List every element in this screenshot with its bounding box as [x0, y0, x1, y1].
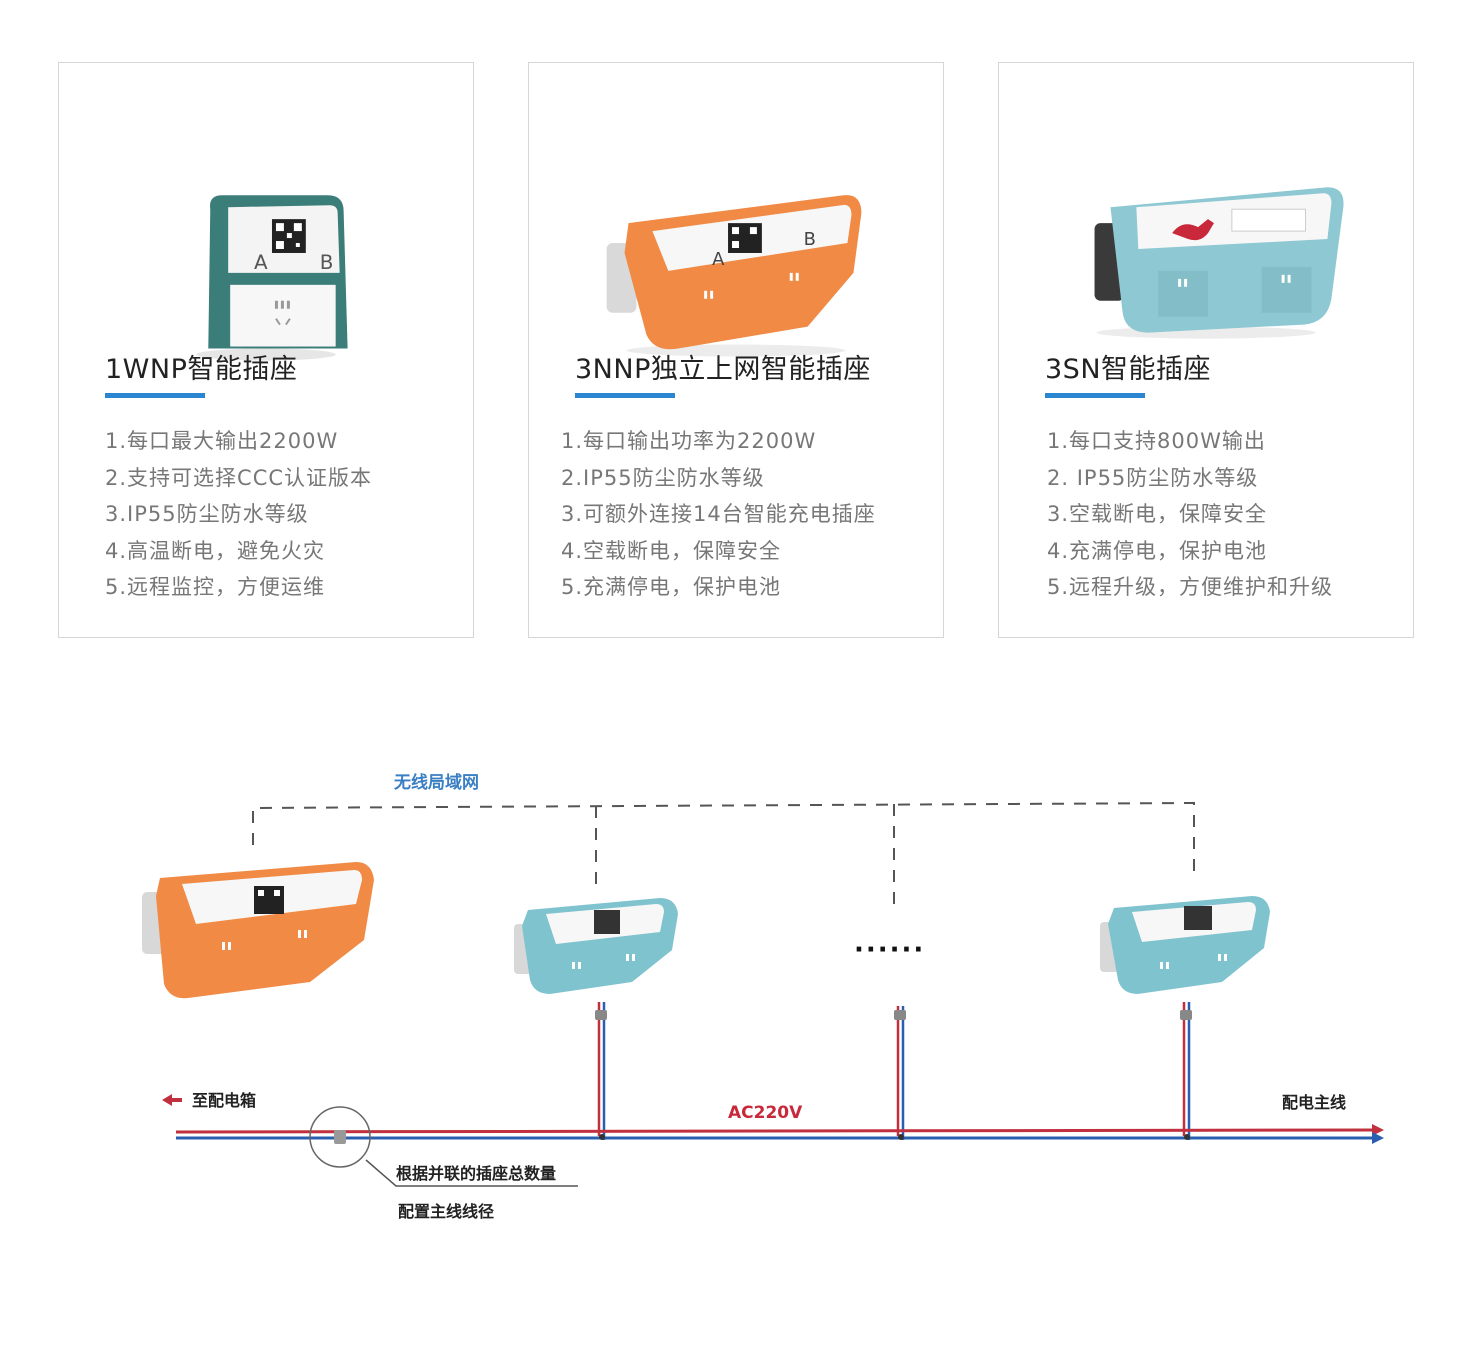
panel-letter-a: A — [712, 249, 725, 270]
feature-list: 1.每口支持800W输出 2. IP55防尘防水等级 3.空载断电，保障安全 4… — [1047, 423, 1333, 606]
leader-line — [365, 1159, 578, 1187]
main-wires — [175, 1128, 1377, 1140]
feature-item: 4.空载断电，保障安全 — [561, 538, 782, 563]
title-underline — [575, 393, 675, 398]
product-title: 3NNP独立上网智能插座 — [575, 354, 871, 385]
feature-item: 3.IP55防尘防水等级 — [105, 502, 309, 526]
product-title: 3SN智能插座 — [1045, 354, 1212, 385]
feature-item: 2. IP55防尘防水等级 — [1047, 465, 1259, 490]
product-card-3nnp: A B 3NNP独立上网智能插座 1.每口输出功率为2200W 2.IP55防尘… — [528, 62, 944, 638]
main-line-label: 配电主线 — [1282, 1093, 1346, 1112]
socket-3sn-image — [1094, 187, 1344, 339]
master-socket-icon — [142, 862, 374, 999]
product-card-1wnp: A B 1WNP智能插座 1.每口最大输出2200W 2.支持可选择CCC认证版… — [58, 62, 474, 638]
title-underline — [1045, 393, 1145, 398]
panel-letter-a: A — [254, 251, 268, 274]
wiring-diagram: 无线局域网 ··· — [142, 772, 1384, 1221]
wlan-dashed-lines — [252, 801, 1195, 910]
feature-item: 1.每口支持800W输出 — [1047, 429, 1266, 453]
junction-dots — [599, 1134, 1190, 1140]
feature-item: 2.支持可选择CCC认证版本 — [105, 465, 373, 490]
feature-item: 1.每口最大输出2200W — [105, 429, 339, 453]
wire-note-line1: 根据并联的插座总数量 — [396, 1164, 556, 1183]
feature-list: 1.每口最大输出2200W 2.支持可选择CCC认证版本 3.IP55防尘防水等… — [105, 423, 372, 606]
detail-circle — [309, 1106, 371, 1168]
slave-socket-icon — [514, 898, 678, 994]
voltage-label: AC220V — [728, 1103, 803, 1123]
panel-letter-b: B — [804, 229, 816, 250]
feature-item: 5.远程升级，方便维护和升级 — [1047, 575, 1334, 599]
wire-note-line2: 配置主线线径 — [398, 1202, 494, 1221]
feature-item: 3.可额外连接14台智能充电插座 — [561, 502, 876, 526]
feature-item: 5.远程监控，方便运维 — [105, 575, 326, 599]
drop-wires — [597, 1002, 1191, 1140]
feature-item: 3.空载断电，保障安全 — [1047, 502, 1268, 526]
wire-connector — [334, 1130, 346, 1144]
arrow-right-icon — [1372, 1124, 1384, 1136]
feature-item: 1.每口输出功率为2200W — [561, 429, 817, 453]
more-devices-ellipsis: ······ — [854, 935, 925, 965]
feature-item: 2.IP55防尘防水等级 — [561, 465, 765, 490]
product-card-3sn: 3SN智能插座 1.每口支持800W输出 2. IP55防尘防水等级 3.空载断… — [998, 62, 1414, 638]
wire-connectors — [595, 1010, 1192, 1020]
wlan-label: 无线局域网 — [393, 772, 479, 793]
title-underline — [105, 393, 205, 398]
slave-socket-icon — [1100, 896, 1270, 994]
product-title: 1WNP智能插座 — [105, 354, 298, 385]
arrow-left-icon — [162, 1094, 182, 1106]
feature-item: 5.充满停电，保护电池 — [561, 575, 782, 599]
feature-item: 4.充满停电，保护电池 — [1047, 538, 1268, 563]
socket-3nnp-image: A B — [606, 195, 862, 357]
socket-1wnp-image: A B — [196, 195, 348, 361]
to-distribution-box-label: 至配电箱 — [192, 1091, 256, 1110]
arrow-right-icon — [1372, 1132, 1384, 1144]
feature-item: 4.高温断电，避免火灾 — [105, 538, 326, 563]
feature-list: 1.每口输出功率为2200W 2.IP55防尘防水等级 3.可额外连接14台智能… — [561, 423, 876, 606]
panel-letter-b: B — [320, 251, 334, 274]
